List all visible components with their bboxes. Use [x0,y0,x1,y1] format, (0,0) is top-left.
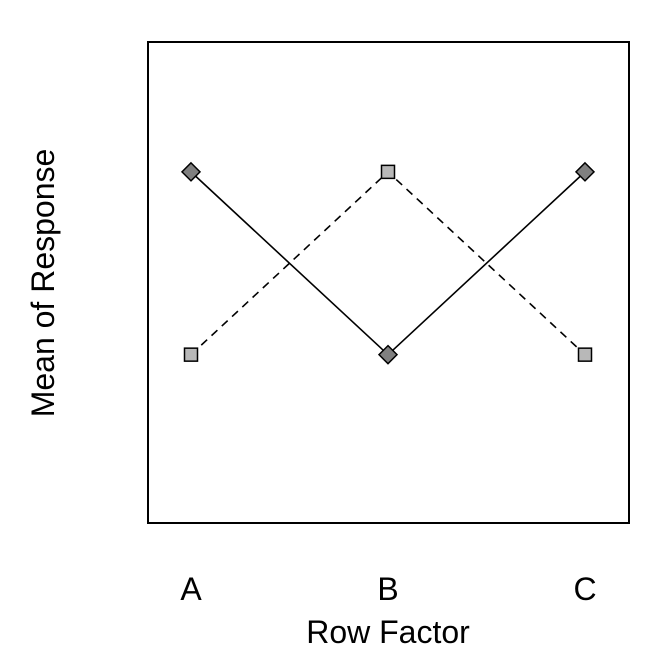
series-1-marker-a [180,161,202,182]
series-line-1 [190,171,586,356]
series-line-2 [190,170,586,356]
x-axis-label: Row Factor [306,614,470,650]
x-tick-labels: A B C [180,571,596,607]
series-2-marker-b [380,164,396,180]
x-tick-label-a: A [180,571,202,607]
series-1-marker-b [377,344,399,365]
x-tick-label-c: C [573,571,596,607]
series-2-marker-c [577,347,593,362]
y-axis-label: Mean of Response [25,149,61,418]
x-tick-label-b: B [377,571,398,607]
series-2-marker-a [183,347,199,362]
series-layer [180,161,596,365]
series-1-marker-c [574,161,596,182]
plot-frame [147,41,630,524]
